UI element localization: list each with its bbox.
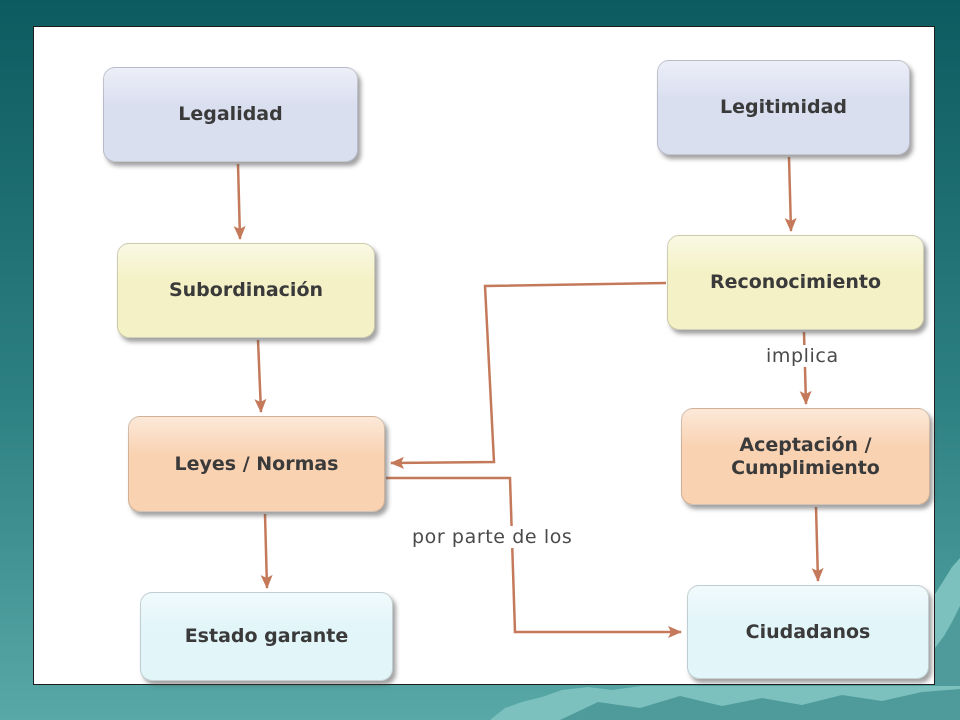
node-label: Legitimidad [719,96,848,119]
node-aceptacion-cumplimiento: Aceptación / Cumplimiento [681,408,930,505]
node-label: Subordinación [168,279,324,302]
node-label: Legalidad [178,103,283,126]
mountain-shadow [560,689,960,720]
node-label: Reconocimiento [709,271,882,294]
arrow-leyes-to-ciudadanos [386,476,682,638]
arrow-leyes-to-estado [260,513,273,589]
node-legalidad: Legalidad [103,67,358,162]
mountain-ridge [935,606,960,686]
node-label: Estado garante [184,625,349,648]
node-label: Leyes / Normas [174,452,339,475]
node-ciudadanos: Ciudadanos [687,585,929,679]
node-estado-garante: Estado garante [140,592,393,681]
node-legitimidad: Legitimidad [657,60,910,155]
arrow-reconocimiento-to-leyes [390,281,667,469]
edge-label-implica: implica [763,345,842,367]
node-label-line1: Aceptación / [739,434,872,457]
arrow-legalidad-to-subordinacion [233,163,246,240]
arrow-legitimidad-to-reconocimiento [784,156,797,232]
arrow-reconocimiento-to-aceptacion [799,331,812,405]
arrow-subordinacion-to-leyes [254,339,267,413]
node-leyes-normas: Leyes / Normas [128,416,385,512]
node-reconocimiento: Reconocimiento [667,235,924,330]
node-label: Ciudadanos [745,620,871,643]
node-label-line2: Cumplimiento [731,456,880,479]
arrow-aceptacion-to-ciudadanos [811,506,824,582]
node-subordinacion: Subordinación [117,243,375,338]
edge-label-por-parte-de-los: por parte de los [409,526,576,548]
